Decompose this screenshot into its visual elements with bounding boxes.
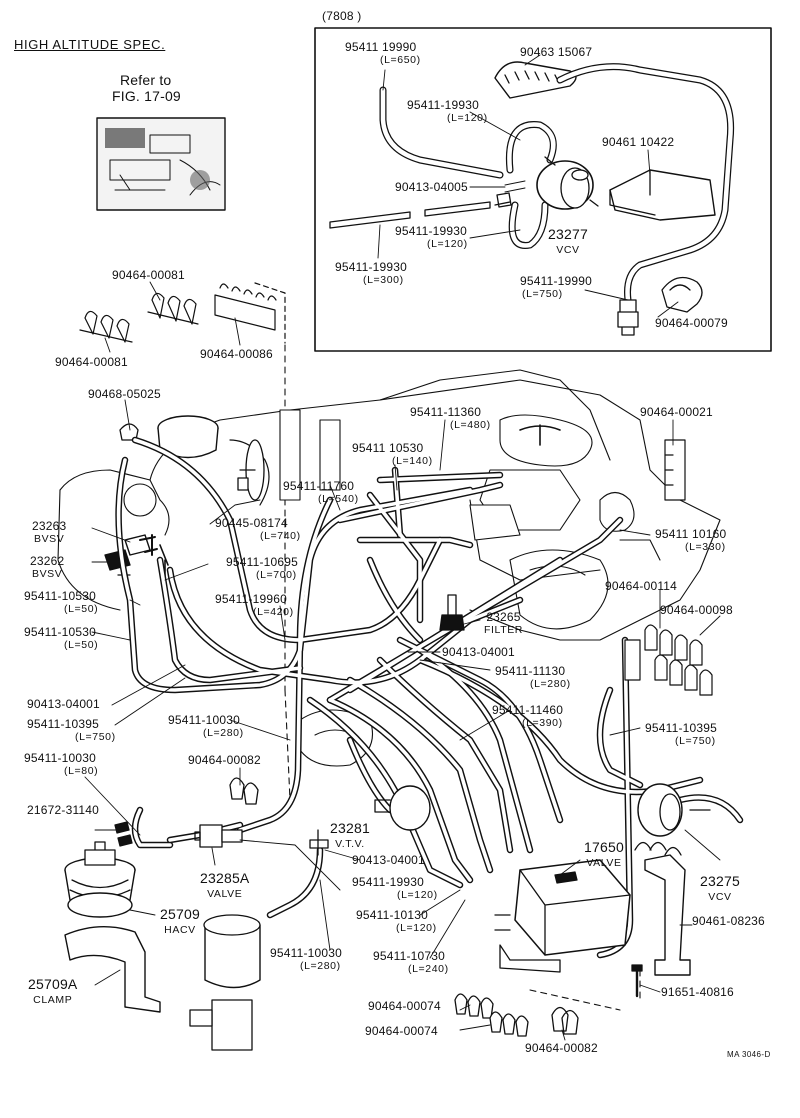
clips-right [624,439,713,696]
part-95411-10530-50b: 95411-10530(L=50) [24,625,99,652]
engine-outline [57,369,721,767]
refer-to-line2: FIG. 17-09 [112,88,181,104]
part-90464-00082a: 90464-00082 [188,753,261,767]
part-95411-10530-140: 95411 10530(L=140) [352,441,433,468]
part-90413-04001a: 90413-04001 [442,645,515,659]
inset-frame [314,27,772,352]
part-95411-10030-280c: 95411-10030(L=280) [270,946,343,973]
part-90464-00081a: 90464-00081 [112,268,185,282]
part-90413-04001b: 90413-04001 [27,697,100,711]
part-21672-31140: 21672-31140 [27,803,100,817]
part-90464-00079: 90464-00079 [655,316,728,330]
part-90445-08174: 90445-08174(L=740) [215,516,301,543]
part-95411-19990-750: 95411-19990(L=750) [520,274,593,301]
part-90468-05025: 90468-05025 [88,387,161,401]
part-95411-10395-750b: 95411-10395(L=750) [645,721,718,748]
part-95411-19930-120d: 95411-19930(L=120) [352,875,438,902]
part-95411-10030-280a: 95411-10030(L=280) [168,713,244,740]
part-90461-08236: 90461-08236 [692,914,765,928]
part-95411-11460: 95411-11460(L=390) [492,703,564,730]
part-90461-10422: 90461 10422 [602,135,675,149]
part-90464-00021: 90464-00021 [640,405,713,419]
part-95411-10395-750a: 95411-10395(L=750) [27,717,116,744]
part-90464-00114: 90464-00114 [605,579,678,593]
inset-range-label: (7808 ) [322,9,362,23]
part-90413-04001c: 90413-04001 [352,853,425,867]
part-90413-04005: 90413-04005 [395,180,468,194]
part-90464-00098: 90464-00098 [660,603,733,617]
part-95411-10130: 95411-10130(L=120) [356,908,437,935]
part-90464-00074b: 90464-00074 [365,1024,438,1038]
part-95411-10160: 95411 10160(L=330) [655,527,727,554]
part-95411-19990-650: 95411 19990(L=650) [345,40,421,67]
part-90464-00082b: 90464-00082 [525,1041,598,1055]
part-90464-00081b: 90464-00081 [55,355,128,369]
reference-thumbnail [96,117,226,211]
lower-components [64,594,711,1051]
part-95411-10730: 95411-10730(L=240) [373,949,449,976]
leader-lines [84,54,721,1041]
part-95411-19930-120a: 95411-19930(L=120) [407,98,488,125]
part-95411-10030-80: 95411-10030(L=80) [24,751,99,778]
drawing-code: MA 3046-D [727,1050,771,1059]
part-90464-00086: 90464-00086 [200,347,273,361]
part-95411-11360: 95411-11360(L=480) [410,405,491,432]
inset-parts [329,61,735,336]
part-95411-19960: 95411-19960(L=420) [215,592,294,619]
part-95411-19930-120b: 95411-19930(L=120) [395,224,468,251]
part-95411-19930-300: 95411-19930(L=300) [335,260,408,287]
part-95411-10695: 95411-10695(L=700) [226,555,299,582]
spec-title: HIGH ALTITUDE SPEC. [14,37,166,52]
clips-upper-left [79,282,286,344]
part-95411-11760: 95411-11760(L=540) [283,479,359,506]
refer-to-line1: Refer to [120,72,172,88]
part-90464-00074a: 90464-00074 [368,999,441,1013]
part-95411-10530-50a: 95411-10530(L=50) [24,589,99,616]
part-90463-15067: 90463 15067 [520,45,593,59]
part-91651-40816: 91651-40816 [661,985,734,999]
hose-bundle [119,436,744,959]
part-95411-11130: 95411-11130(L=280) [495,664,571,691]
